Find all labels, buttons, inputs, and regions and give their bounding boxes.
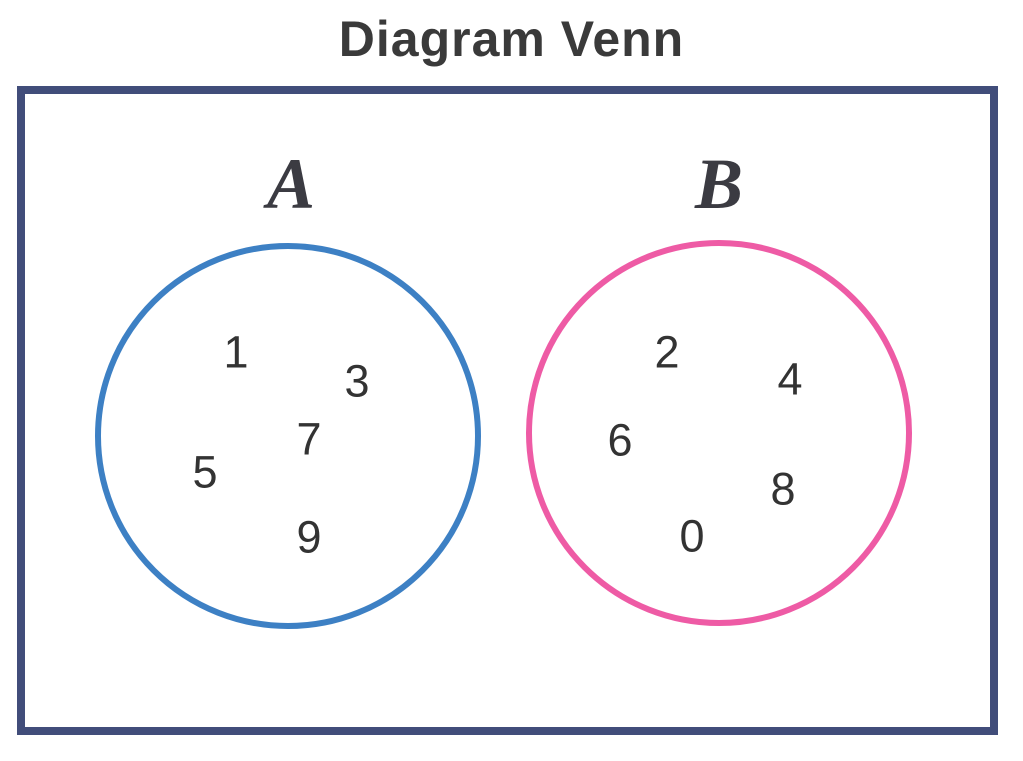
set-b-label: B (694, 144, 744, 224)
diagram-title: Diagram Venn (338, 11, 685, 67)
set-a-item: 3 (344, 355, 370, 407)
set-b-item: 4 (777, 353, 803, 405)
set-a-item: 7 (296, 413, 322, 465)
set-b-item: 2 (654, 326, 680, 378)
set-a-item: 1 (223, 326, 249, 378)
set-b-item: 6 (607, 414, 633, 466)
set-a-item: 9 (296, 511, 322, 563)
set-b-circle (526, 240, 912, 626)
set-a-circle (95, 243, 481, 629)
set-a-label: A (266, 144, 316, 224)
set-a-item: 5 (192, 446, 218, 498)
set-b-item: 8 (770, 463, 796, 515)
set-b-item: 0 (679, 510, 705, 562)
